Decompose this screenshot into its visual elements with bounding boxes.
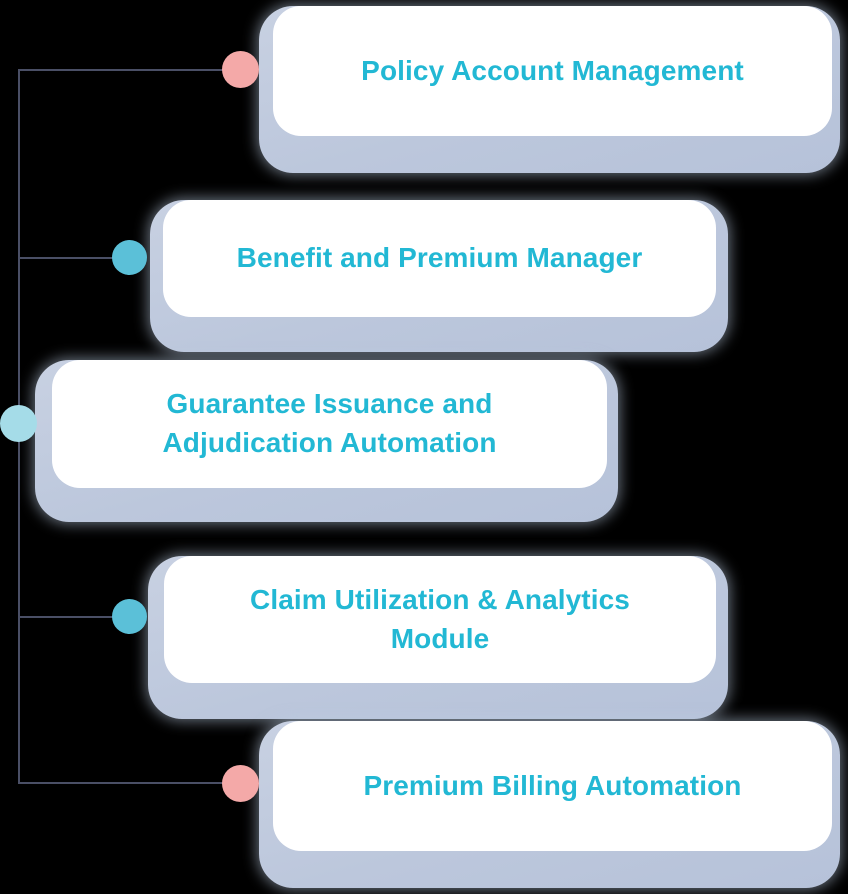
- connector-branch-1: [18, 69, 232, 71]
- node-dot-guarantee-issuance-and-adjudication-automation[interactable]: [0, 405, 37, 442]
- card-face[interactable]: Premium Billing Automation: [273, 721, 832, 851]
- node-dot-premium-billing-automation[interactable]: [222, 765, 259, 802]
- node-card-guarantee-issuance-and-adjudication-automation[interactable]: Guarantee Issuance and Adjudication Auto…: [35, 360, 618, 522]
- node-dot-benefit-and-premium-manager[interactable]: [112, 240, 147, 275]
- card-face[interactable]: Guarantee Issuance and Adjudication Auto…: [52, 360, 607, 488]
- connector-branch-4: [18, 616, 124, 618]
- node-card-policy-account-management[interactable]: Policy Account Management: [259, 6, 840, 173]
- node-dot-policy-account-management[interactable]: [222, 51, 259, 88]
- card-face[interactable]: Policy Account Management: [273, 6, 832, 136]
- node-label: Guarantee Issuance and Adjudication Auto…: [162, 388, 497, 458]
- node-card-premium-billing-automation[interactable]: Premium Billing Automation: [259, 721, 840, 888]
- node-label: Policy Account Management: [361, 54, 744, 86]
- node-label: Premium Billing Automation: [363, 769, 742, 801]
- card-face[interactable]: Claim Utilization & Analytics Module: [164, 556, 716, 683]
- node-card-benefit-and-premium-manager[interactable]: Benefit and Premium Manager: [150, 200, 728, 352]
- node-card-claim-utilization-and-analytics-module[interactable]: Claim Utilization & Analytics Module: [148, 556, 728, 719]
- connector-branch-2: [18, 257, 124, 259]
- node-dot-claim-utilization-and-analytics-module[interactable]: [112, 599, 147, 634]
- node-label: Benefit and Premium Manager: [236, 242, 643, 274]
- node-label: Claim Utilization & Analytics Module: [250, 583, 630, 654]
- connector-branch-5: [18, 782, 232, 784]
- card-face[interactable]: Benefit and Premium Manager: [163, 200, 716, 317]
